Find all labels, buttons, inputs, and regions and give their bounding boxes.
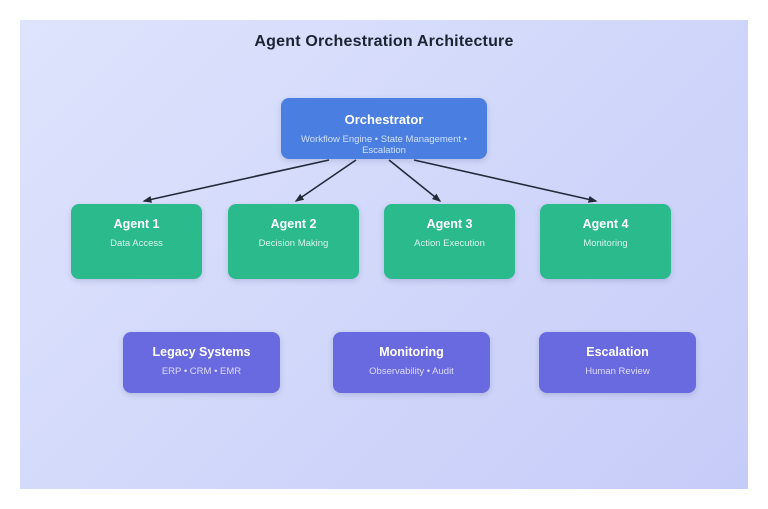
node-monitoring-label: Monitoring [379,345,444,359]
node-orchestrator: Orchestrator Workflow Engine • State Man… [281,98,487,159]
edge-orchestrator-agent-2 [294,159,357,202]
edge-orchestrator-agent-4 [413,159,598,203]
node-agent-4-label: Agent 4 [582,217,629,231]
edge-orchestrator-agent-1 [142,159,330,203]
node-agent-1-sublabel: Data Access [110,238,163,249]
node-agent-2: Agent 2 Decision Making [228,204,359,279]
node-monitoring-sublabel: Observability • Audit [369,366,454,377]
node-escalation: Escalation Human Review [539,332,696,393]
node-agent-3-sublabel: Action Execution [414,238,485,249]
diagram-title: Agent Orchestration Architecture [254,33,514,50]
edge-orchestrator-agent-3 [388,159,442,202]
node-agent-1: Agent 1 Data Access [71,204,202,279]
node-escalation-label: Escalation [586,345,649,359]
node-legacy-systems-sublabel: ERP • CRM • EMR [161,366,242,377]
node-orchestrator-sublabel: Workflow Engine • State Management • Esc… [301,134,467,156]
node-agent-2-sublabel: Decision Making [258,238,329,249]
node-agent-3-label: Agent 3 [426,217,473,231]
node-agent-1-label: Agent 1 [113,217,160,231]
node-agent-4-sublabel: Monitoring [583,238,628,249]
node-orchestrator-label: Orchestrator [344,112,424,127]
node-agent-2-label: Agent 2 [270,217,317,231]
diagram-canvas: Agent Orchestration Architecture Orchest… [20,20,748,489]
node-monitoring: Monitoring Observability • Audit [333,332,490,393]
node-legacy-systems-label: Legacy Systems [152,345,251,359]
node-agent-3: Agent 3 Action Execution [384,204,515,279]
node-agent-4: Agent 4 Monitoring [540,204,671,279]
node-escalation-sublabel: Human Review [585,366,650,377]
node-legacy-systems: Legacy Systems ERP • CRM • EMR [123,332,280,393]
